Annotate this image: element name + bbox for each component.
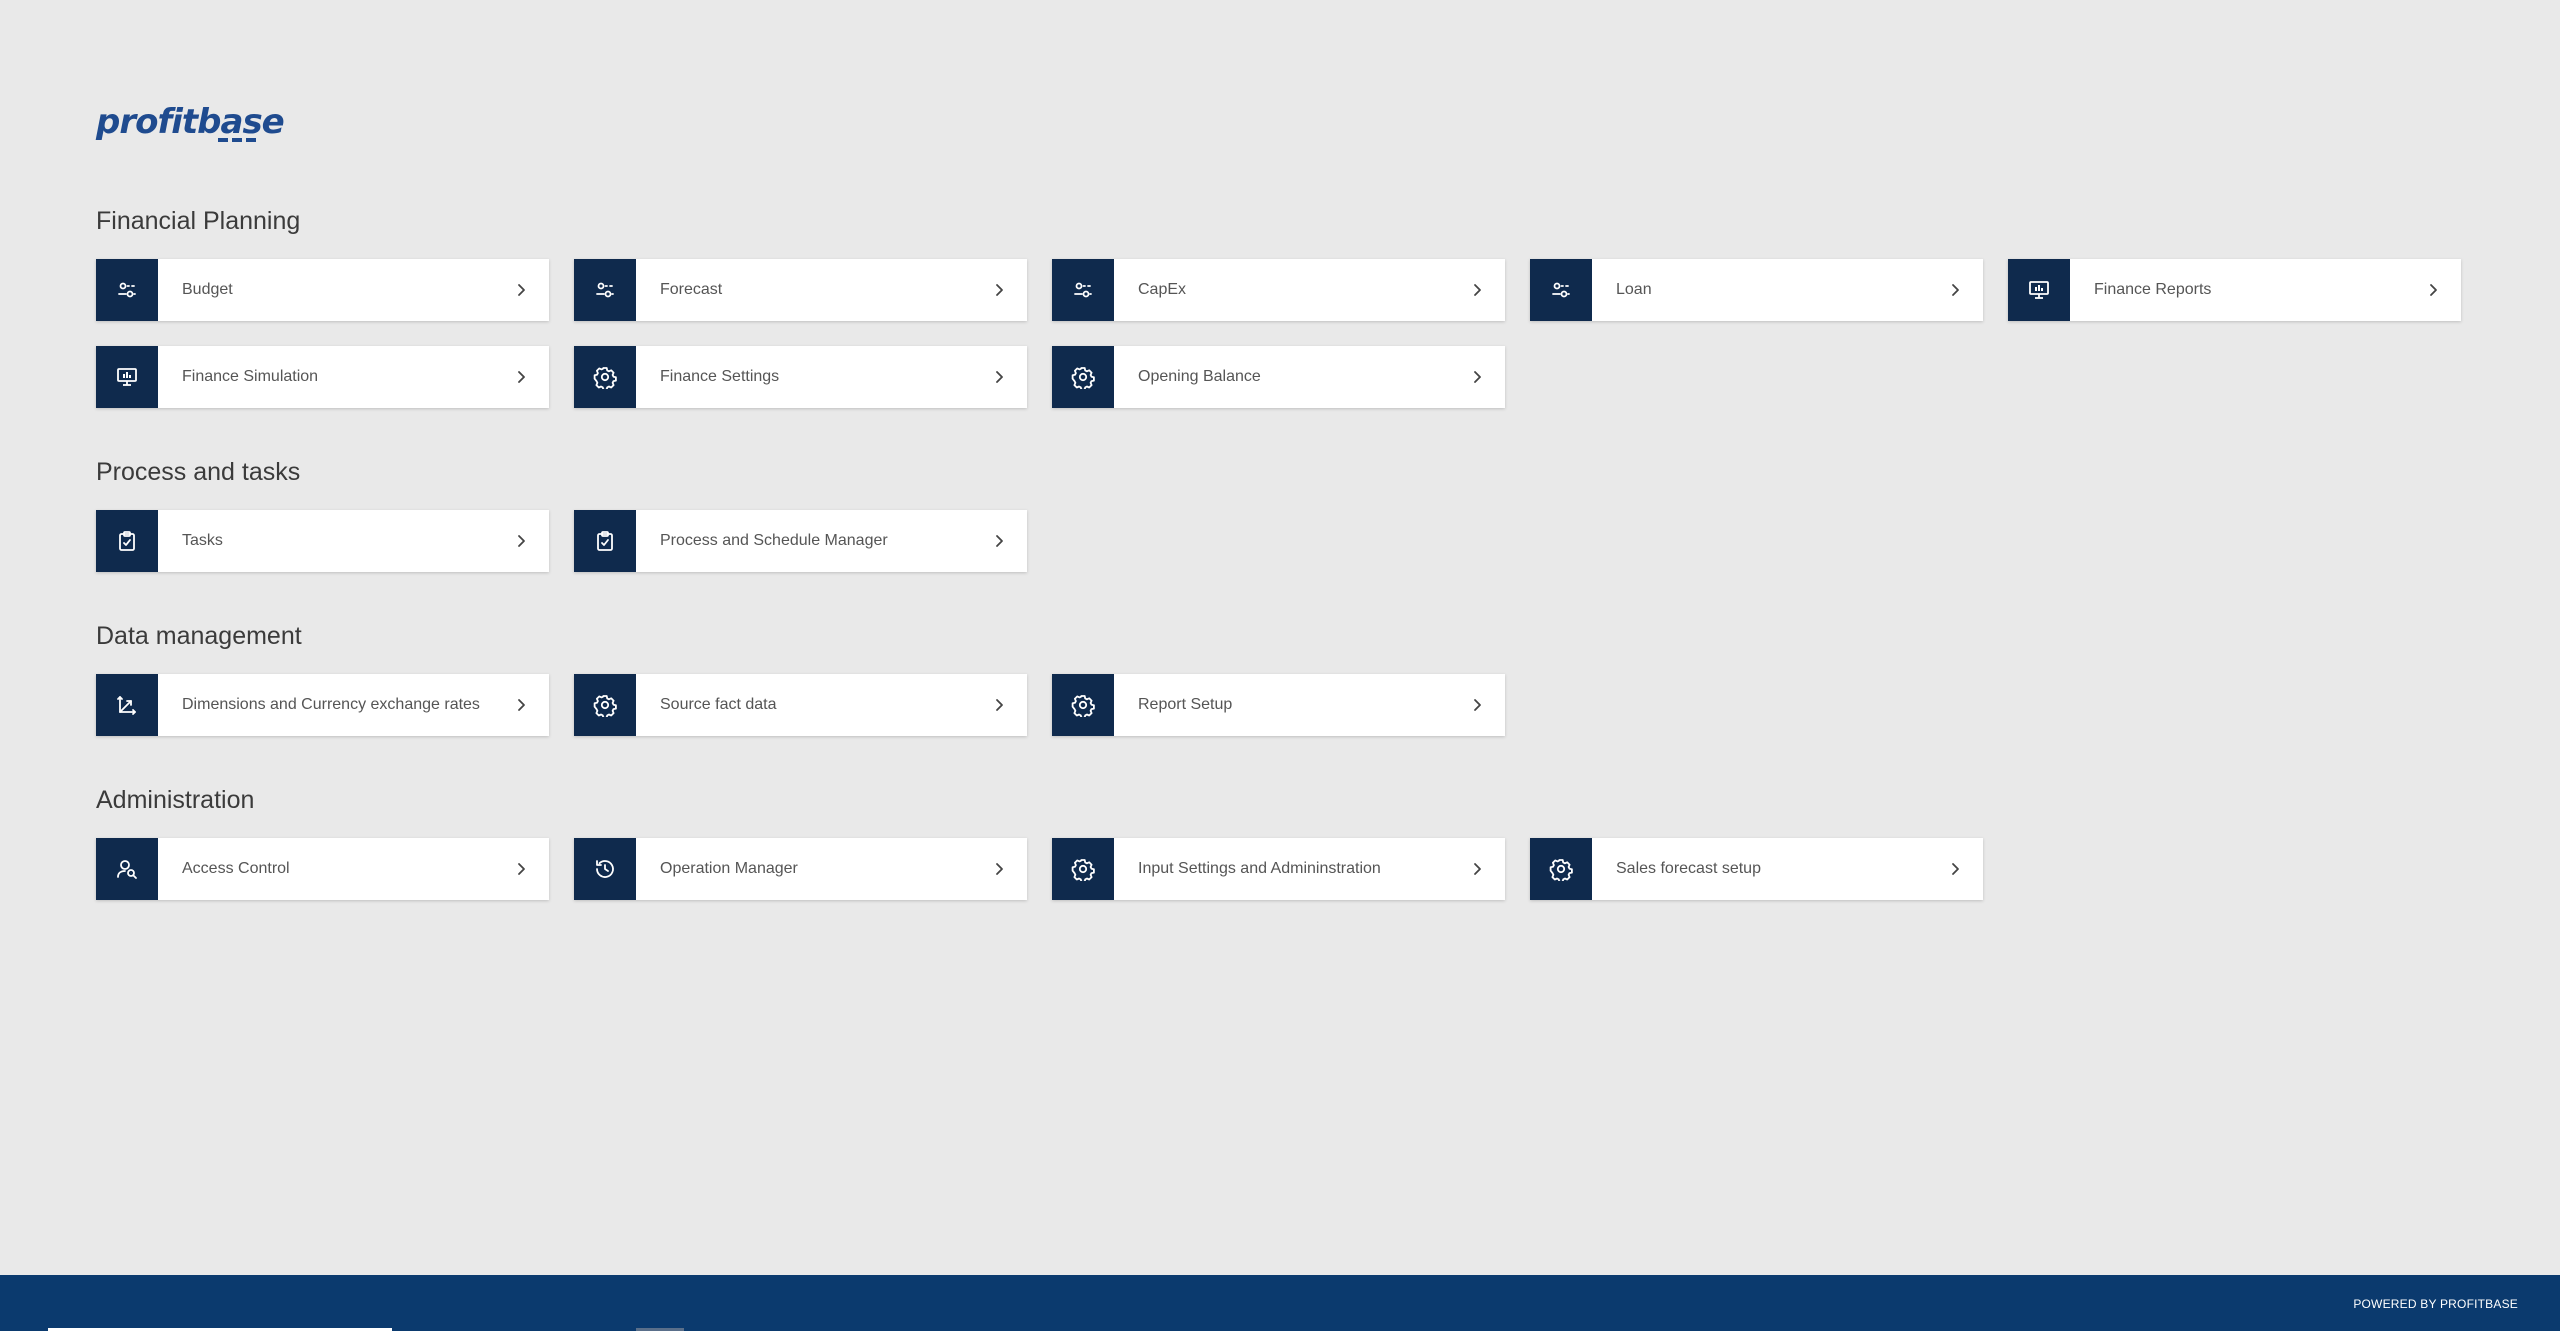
tile-label: Forecast (660, 281, 723, 298)
tile-forecast[interactable]: Forecast (574, 259, 1027, 321)
tile-label: Finance Reports (2094, 281, 2212, 298)
chevron-right-icon (1457, 861, 1497, 877)
tile-label: Dimensions and Currency exchange rates (182, 696, 480, 713)
tile-budget[interactable]: Budget (96, 259, 549, 321)
gear-icon (1530, 838, 1592, 900)
footer-progress-bar (48, 1328, 392, 1331)
tile-label: Input Settings and Admininstration (1138, 860, 1381, 877)
tile-label: Loan (1616, 281, 1652, 298)
chevron-right-icon (979, 369, 1019, 385)
clipboard-check-icon (574, 510, 636, 572)
profitbase-logo: profitbase (96, 100, 285, 150)
tile-operation-manager[interactable]: Operation Manager (574, 838, 1027, 900)
section-title: Process and tasks (96, 458, 301, 486)
tile-capex[interactable]: CapEx (1052, 259, 1505, 321)
logo-dashes (218, 138, 260, 146)
tile-report-setup[interactable]: Report Setup (1052, 674, 1505, 736)
tile-label: Opening Balance (1138, 368, 1261, 385)
tile-input-settings-and-admininstration[interactable]: Input Settings and Admininstration (1052, 838, 1505, 900)
chevron-right-icon (501, 369, 541, 385)
axis-arrows-icon (96, 674, 158, 736)
chevron-right-icon (501, 282, 541, 298)
tile-opening-balance[interactable]: Opening Balance (1052, 346, 1505, 408)
sliders-icon (1052, 259, 1114, 321)
powered-by-text: POWERED BY PROFITBASE (2353, 1297, 2518, 1311)
section-title: Administration (96, 786, 255, 814)
footer: POWERED BY PROFITBASE (0, 1275, 2560, 1331)
chevron-right-icon (2413, 282, 2453, 298)
tile-label: Tasks (182, 532, 223, 549)
history-icon (574, 838, 636, 900)
gear-icon (574, 346, 636, 408)
tile-tasks[interactable]: Tasks (96, 510, 549, 572)
chevron-right-icon (1935, 861, 1975, 877)
section-title: Data management (96, 622, 302, 650)
chevron-right-icon (979, 282, 1019, 298)
tile-grid: Tasks Process and Schedule Manager (96, 510, 2496, 572)
chevron-right-icon (1457, 282, 1497, 298)
clipboard-check-icon (96, 510, 158, 572)
gear-icon (1052, 838, 1114, 900)
tile-label: Report Setup (1138, 696, 1233, 713)
tile-grid: Access Control Operation Manager Input Set… (96, 838, 2496, 900)
sliders-icon (1530, 259, 1592, 321)
tile-label: Source fact data (660, 696, 777, 713)
gear-icon (1052, 346, 1114, 408)
monitor-chart-icon (2008, 259, 2070, 321)
tile-finance-reports[interactable]: Finance Reports (2008, 259, 2461, 321)
sliders-icon (96, 259, 158, 321)
tile-sales-forecast-setup[interactable]: Sales forecast setup (1530, 838, 1983, 900)
monitor-chart-icon (96, 346, 158, 408)
tile-source-fact-data[interactable]: Source fact data (574, 674, 1027, 736)
tile-loan[interactable]: Loan (1530, 259, 1983, 321)
tile-label: Operation Manager (660, 860, 798, 877)
tile-label: CapEx (1138, 281, 1187, 298)
tile-label: Process and Schedule Manager (660, 532, 888, 549)
tile-label: Budget (182, 281, 233, 298)
tile-process-and-schedule-manager[interactable]: Process and Schedule Manager (574, 510, 1027, 572)
tile-dimensions-and-currency-exchange-rates[interactable]: Dimensions and Currency exchange rates (96, 674, 549, 736)
section-title: Financial Planning (96, 207, 301, 235)
chevron-right-icon (979, 861, 1019, 877)
tile-label: Finance Settings (660, 368, 780, 385)
chevron-right-icon (501, 697, 541, 713)
tile-label: Sales forecast setup (1616, 860, 1761, 877)
gear-icon (1052, 674, 1114, 736)
tile-access-control[interactable]: Access Control (96, 838, 549, 900)
chevron-right-icon (501, 533, 541, 549)
tile-label: Finance Simulation (182, 368, 319, 385)
user-search-icon (96, 838, 158, 900)
chevron-right-icon (1457, 369, 1497, 385)
logo-text: profitbase (96, 102, 285, 142)
chevron-right-icon (979, 533, 1019, 549)
tile-grid: Dimensions and Currency exchange rates So… (96, 674, 2496, 736)
sliders-icon (574, 259, 636, 321)
gear-icon (574, 674, 636, 736)
chevron-right-icon (1457, 697, 1497, 713)
chevron-right-icon (979, 697, 1019, 713)
footer-indicator (636, 1328, 684, 1331)
chevron-right-icon (1935, 282, 1975, 298)
tile-finance-settings[interactable]: Finance Settings (574, 346, 1027, 408)
chevron-right-icon (501, 861, 541, 877)
tile-label: Access Control (182, 860, 290, 877)
tile-finance-simulation[interactable]: Finance Simulation (96, 346, 549, 408)
